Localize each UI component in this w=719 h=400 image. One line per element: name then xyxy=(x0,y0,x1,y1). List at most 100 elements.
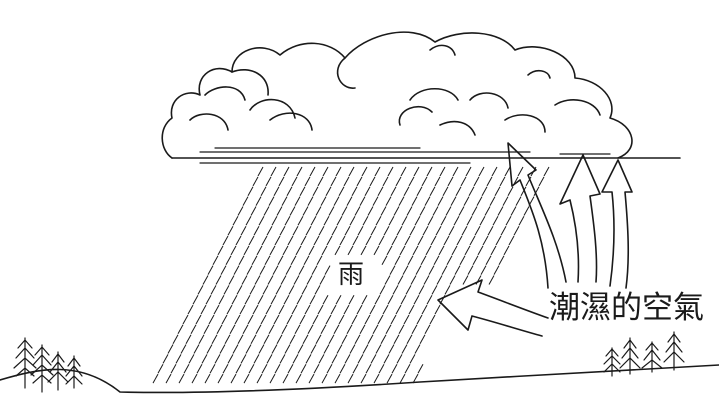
rain-streak xyxy=(391,187,396,196)
rain-streak xyxy=(262,364,267,373)
rain-streak xyxy=(257,246,262,255)
rain-streak xyxy=(239,256,244,265)
rain-streak xyxy=(383,305,388,314)
rain-streak xyxy=(433,207,438,216)
rain-streak xyxy=(256,325,261,334)
rain-streak xyxy=(231,374,236,383)
rain-streak xyxy=(386,325,391,334)
rain-streak xyxy=(244,246,249,255)
rain-streak xyxy=(344,305,349,314)
rain-streak xyxy=(448,177,453,186)
rain-streak xyxy=(314,236,319,245)
rain-streak xyxy=(345,354,350,363)
rain-streak xyxy=(394,207,399,216)
rain-streak xyxy=(320,276,325,285)
rain-streak xyxy=(318,305,323,314)
rain-streak xyxy=(310,167,315,176)
rain-streak xyxy=(212,335,217,344)
rain-streak xyxy=(368,207,373,216)
rain-streak xyxy=(460,256,465,265)
rain-streak xyxy=(247,266,252,275)
rain-streak xyxy=(229,276,234,285)
rain-streak xyxy=(225,335,230,344)
rain-streak xyxy=(376,345,381,354)
rain-streak xyxy=(326,187,331,196)
rain-streak xyxy=(323,167,328,176)
rain-streak xyxy=(311,345,316,354)
rain-streak xyxy=(373,325,378,334)
rain-streak xyxy=(418,364,423,373)
rain-streak xyxy=(192,374,197,383)
rain-streak xyxy=(423,226,428,235)
rain-streak xyxy=(238,335,243,344)
rain-streak xyxy=(215,354,220,363)
rain-streak xyxy=(236,364,241,373)
rain-streak xyxy=(262,236,267,245)
rain-streak xyxy=(189,354,194,363)
rain-streak xyxy=(485,207,490,216)
rain-streak xyxy=(454,216,459,225)
rain-streak xyxy=(316,335,321,344)
moist-air-label: 潮濕的空氣 xyxy=(549,290,704,326)
rain-streak xyxy=(305,177,310,186)
rain-streak xyxy=(324,216,329,225)
rain-streak xyxy=(288,364,293,373)
rain-streak xyxy=(519,216,524,225)
rain-streak xyxy=(392,236,397,245)
rain-streak xyxy=(349,167,354,176)
rain-streak xyxy=(449,226,454,235)
rain-streak xyxy=(272,345,277,354)
rain-streak xyxy=(327,364,332,373)
rain-streak xyxy=(414,167,419,176)
rain-streak xyxy=(168,345,173,354)
rain-label: 雨 xyxy=(338,260,364,290)
rain-streak xyxy=(210,364,215,373)
rain-streak xyxy=(205,374,210,383)
rain-streak xyxy=(405,236,410,245)
rain-streak xyxy=(336,295,341,304)
rain-streak xyxy=(434,256,439,265)
rain-streak xyxy=(325,266,330,275)
rain-streak xyxy=(254,226,259,235)
rain-streak xyxy=(218,374,223,383)
rain-streak xyxy=(467,216,472,225)
rain-streak xyxy=(242,276,247,285)
rain-streak xyxy=(309,246,314,255)
rain-streak xyxy=(232,295,237,304)
rain-streak xyxy=(327,236,332,245)
rain-streak xyxy=(496,236,501,245)
rain-streak xyxy=(282,197,287,206)
rain-streak xyxy=(430,187,435,196)
rain-streak xyxy=(415,345,420,354)
rain-streak xyxy=(464,197,469,206)
rain-streak xyxy=(344,177,349,186)
rain-streak xyxy=(438,197,443,206)
rain-streak xyxy=(447,256,452,265)
rain-streak xyxy=(348,246,353,255)
rain-streak xyxy=(357,177,362,186)
rain-streak xyxy=(319,226,324,235)
rain-streak xyxy=(253,305,258,314)
rain-streak xyxy=(281,276,286,285)
rain-streak xyxy=(506,216,511,225)
rain-streak xyxy=(382,256,387,265)
rain-streak xyxy=(387,374,392,383)
rain-streak xyxy=(240,305,245,314)
rain-streak xyxy=(251,335,256,344)
rain-streak xyxy=(352,187,357,196)
rain-streak xyxy=(440,167,445,176)
rain-streak xyxy=(436,226,441,235)
rain-streak xyxy=(473,256,478,265)
rain-streak xyxy=(355,335,360,344)
rain-streak xyxy=(494,266,499,275)
rain-streak xyxy=(197,364,202,373)
rain-streak xyxy=(362,167,367,176)
rain-streak xyxy=(196,315,201,324)
rain-streak xyxy=(188,305,193,314)
rain-streak xyxy=(511,207,516,216)
rain-streak xyxy=(283,374,288,383)
rain-streak xyxy=(204,325,209,334)
rain-streak xyxy=(334,197,339,206)
rain-streak xyxy=(397,354,402,363)
rain-streak xyxy=(322,374,327,383)
